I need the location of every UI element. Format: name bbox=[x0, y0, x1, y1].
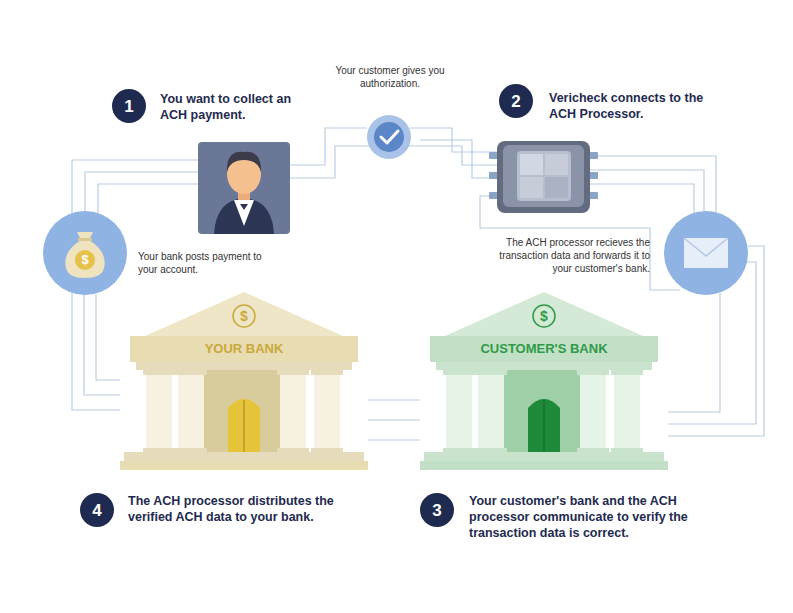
bank-building: $ CUSTOMER'S BANK bbox=[420, 290, 668, 472]
step-heading: Your customer's bank and the ACH process… bbox=[469, 493, 724, 541]
callout-number: 3 bbox=[420, 493, 454, 527]
bank-name: CUSTOMER'S BANK bbox=[434, 341, 654, 357]
callout-digit: 2 bbox=[511, 93, 520, 110]
bank-building: $ YOUR BANK bbox=[120, 290, 368, 472]
money-bag-icon bbox=[43, 211, 127, 295]
merchant-icon bbox=[198, 142, 290, 234]
callout-digit: 1 bbox=[124, 98, 133, 115]
authorization-check bbox=[367, 115, 411, 159]
money-bag-dollar: $ bbox=[75, 251, 95, 269]
wires bbox=[72, 128, 764, 440]
callout-number: 4 bbox=[80, 493, 114, 527]
note: The ACH processor recieves the transacti… bbox=[482, 236, 650, 275]
step-heading: You want to collect an ACH payment. bbox=[160, 91, 310, 123]
note: Your bank posts payment to your account. bbox=[138, 250, 278, 276]
callout-digit: 3 bbox=[432, 502, 441, 519]
step-heading: Vericheck connects to the ACH Processor. bbox=[549, 90, 719, 122]
bank-name: YOUR BANK bbox=[134, 341, 354, 357]
ach-processor-chip bbox=[489, 141, 598, 213]
callout-digit: 4 bbox=[92, 502, 101, 519]
callout-number: 2 bbox=[499, 84, 533, 118]
note: Your customer gives you authorization. bbox=[318, 64, 462, 90]
callout-number: 1 bbox=[112, 89, 146, 123]
envelope-icon bbox=[664, 211, 748, 295]
bank-dollar: $ bbox=[524, 307, 564, 325]
bank-dollar: $ bbox=[224, 307, 264, 325]
step-heading: The ACH processor distributes the verifi… bbox=[128, 493, 368, 525]
